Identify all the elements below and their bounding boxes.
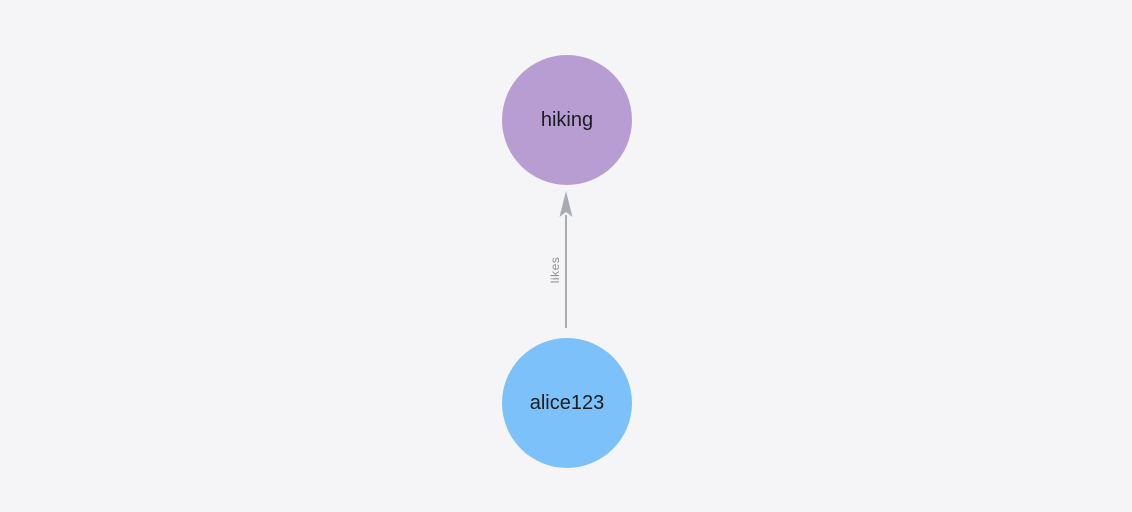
arrowhead-up-icon bbox=[559, 191, 573, 217]
edge-label-likes: likes bbox=[548, 256, 562, 284]
node-alice123[interactable]: alice123 bbox=[502, 338, 632, 468]
node-label-alice123: alice123 bbox=[529, 392, 605, 414]
node-label-hiking: hiking bbox=[540, 109, 594, 131]
edge-likes-arrow[interactable] bbox=[552, 190, 580, 330]
node-hiking[interactable]: hiking bbox=[502, 55, 632, 185]
